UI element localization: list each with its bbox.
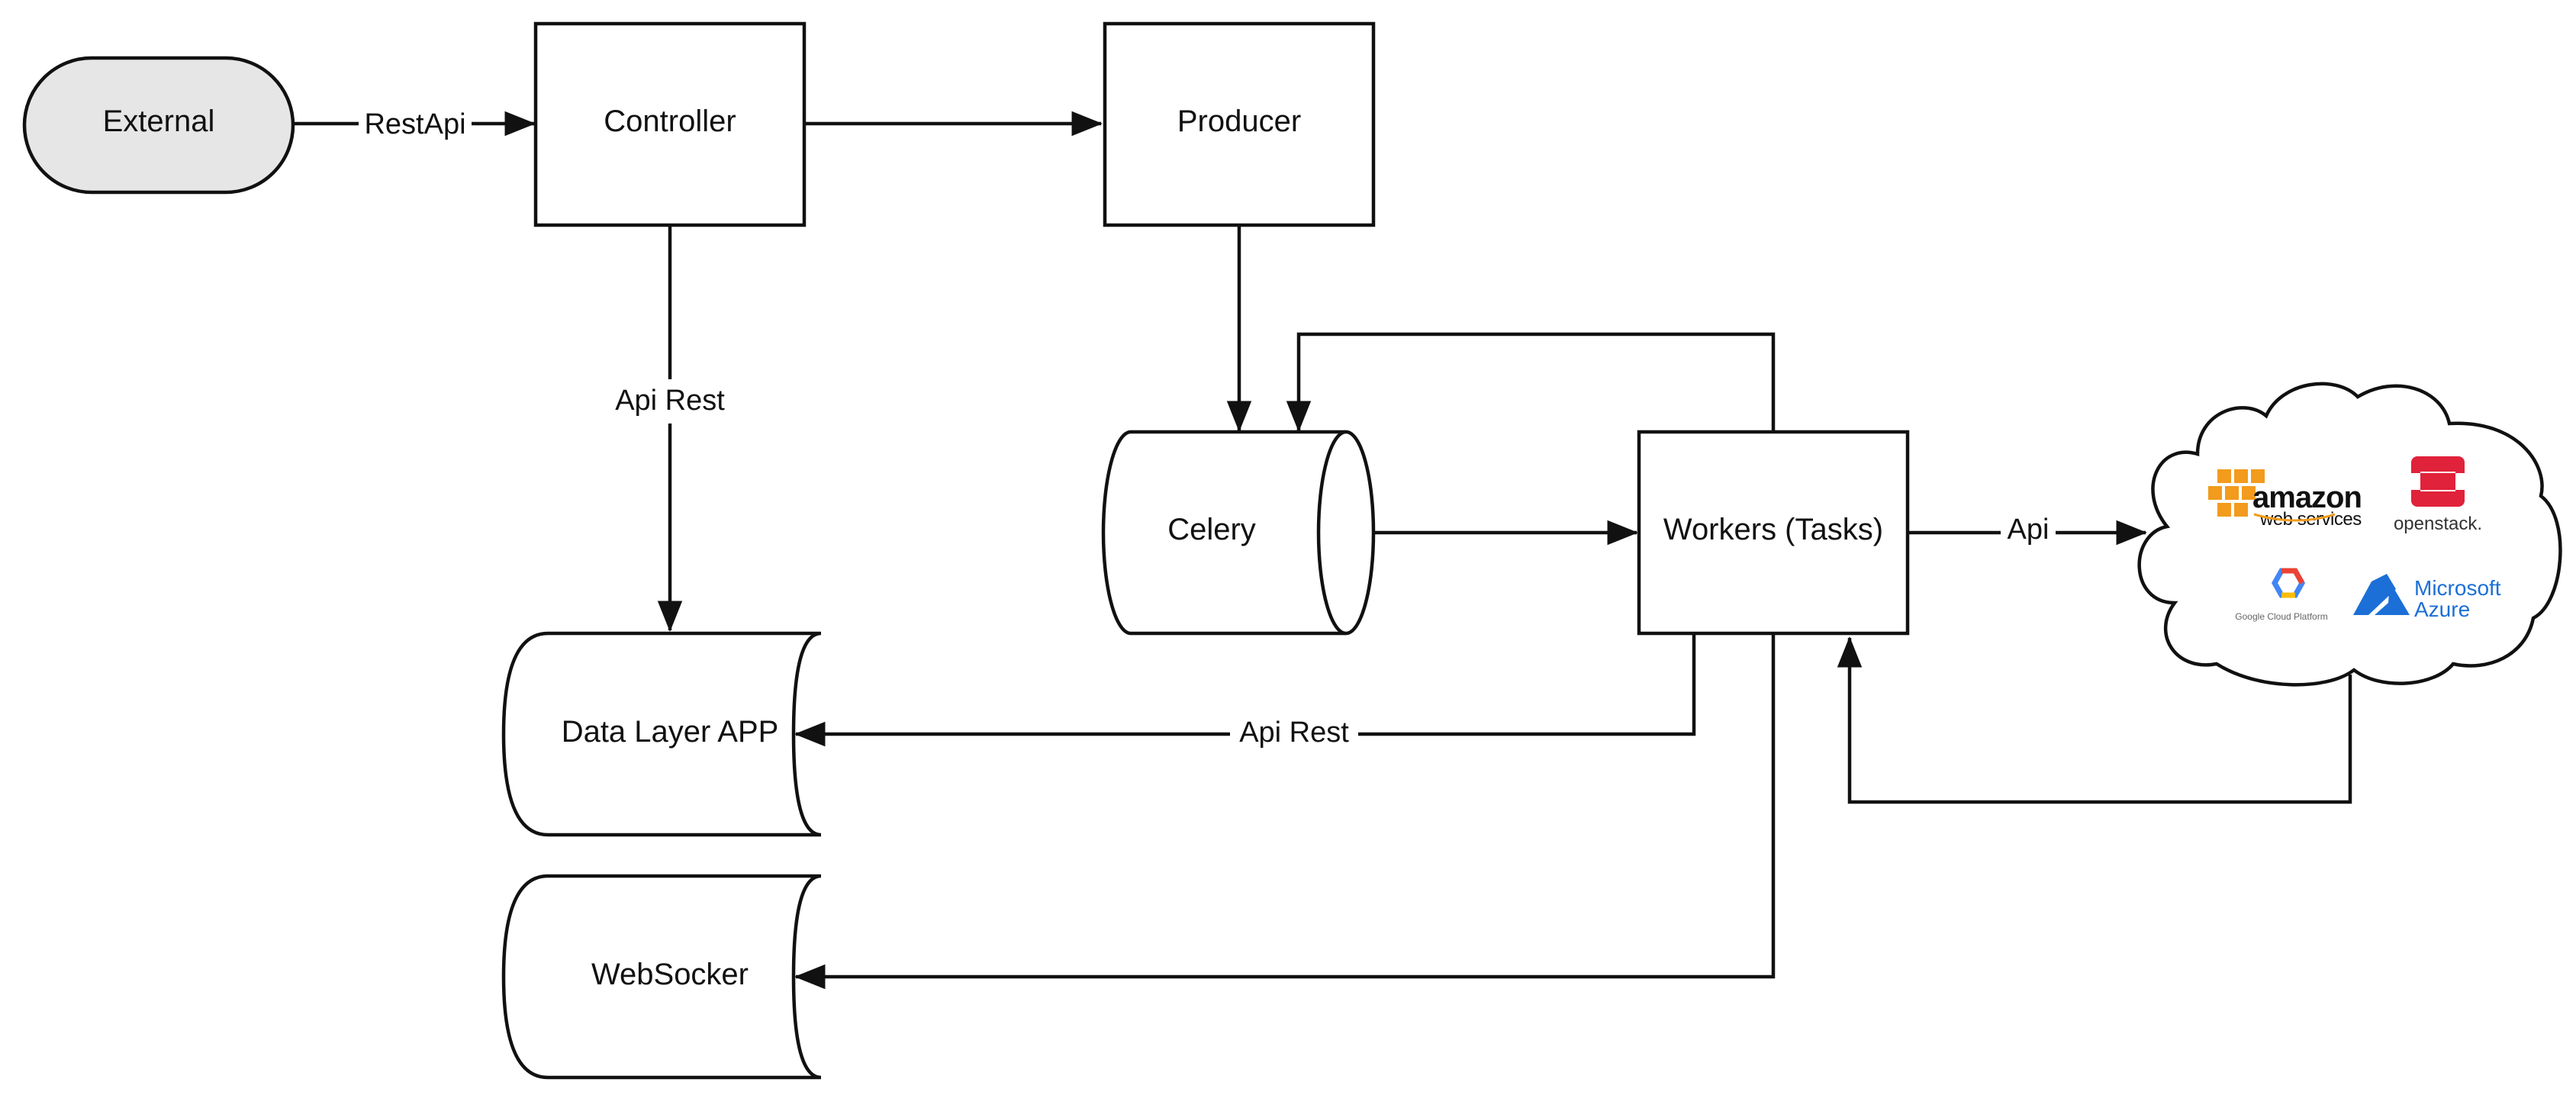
edge-controller-datalayer: Api Rest	[607, 226, 734, 633]
azure-label-azure: Azure	[2414, 597, 2470, 621]
openstack-logo: openstack.	[2394, 456, 2482, 534]
aws-label-amazon: amazon	[2252, 481, 2362, 514]
node-celery-label: Celery	[1167, 513, 1256, 546]
azure-label-microsoft: Microsoft	[2414, 576, 2501, 600]
node-external-label: External	[103, 105, 215, 138]
node-producer-label: Producer	[1177, 105, 1301, 138]
node-controller: Controller	[533, 21, 807, 227]
edge-workers-cloud: Api	[1908, 513, 2148, 551]
node-cloud: amazon web services openstack. Google Cl…	[2137, 382, 2562, 687]
node-controller-label: Controller	[604, 105, 736, 138]
edge-cloud-workers	[1837, 636, 2352, 804]
node-data-layer: Data Layer APP	[501, 631, 822, 837]
node-websocket-label: WebSocker	[591, 958, 749, 991]
aws-logo: amazon web services	[2208, 469, 2362, 530]
azure-logo: Microsoft Azure	[2353, 574, 2501, 621]
node-external: External	[22, 56, 295, 195]
edge-workers-websocket	[794, 633, 1776, 990]
edge-external-controller: RestApi	[293, 104, 536, 142]
node-workers-label: Workers (Tasks)	[1663, 513, 1883, 546]
edge-workers-celery-loop	[1286, 332, 1776, 433]
node-workers: Workers (Tasks)	[1637, 430, 1910, 636]
edge-label-restapi: RestApi	[364, 108, 465, 140]
openstack-label: openstack.	[2394, 514, 2482, 534]
gcp-logo: Google Cloud Platform	[2235, 568, 2328, 622]
gcp-label: Google Cloud Platform	[2235, 611, 2327, 622]
node-producer: Producer	[1103, 21, 1376, 227]
edge-label-api: Api	[2008, 514, 2050, 546]
edge-label-api-rest-controller: Api Rest	[615, 385, 725, 417]
node-data-layer-label: Data Layer APP	[562, 715, 779, 749]
edge-workers-datalayer: Api Rest	[794, 633, 1696, 755]
node-celery: Celery	[1101, 430, 1376, 636]
node-websocket: WebSocker	[501, 874, 822, 1080]
edge-label-api-rest-workers: Api Rest	[1239, 717, 1349, 749]
